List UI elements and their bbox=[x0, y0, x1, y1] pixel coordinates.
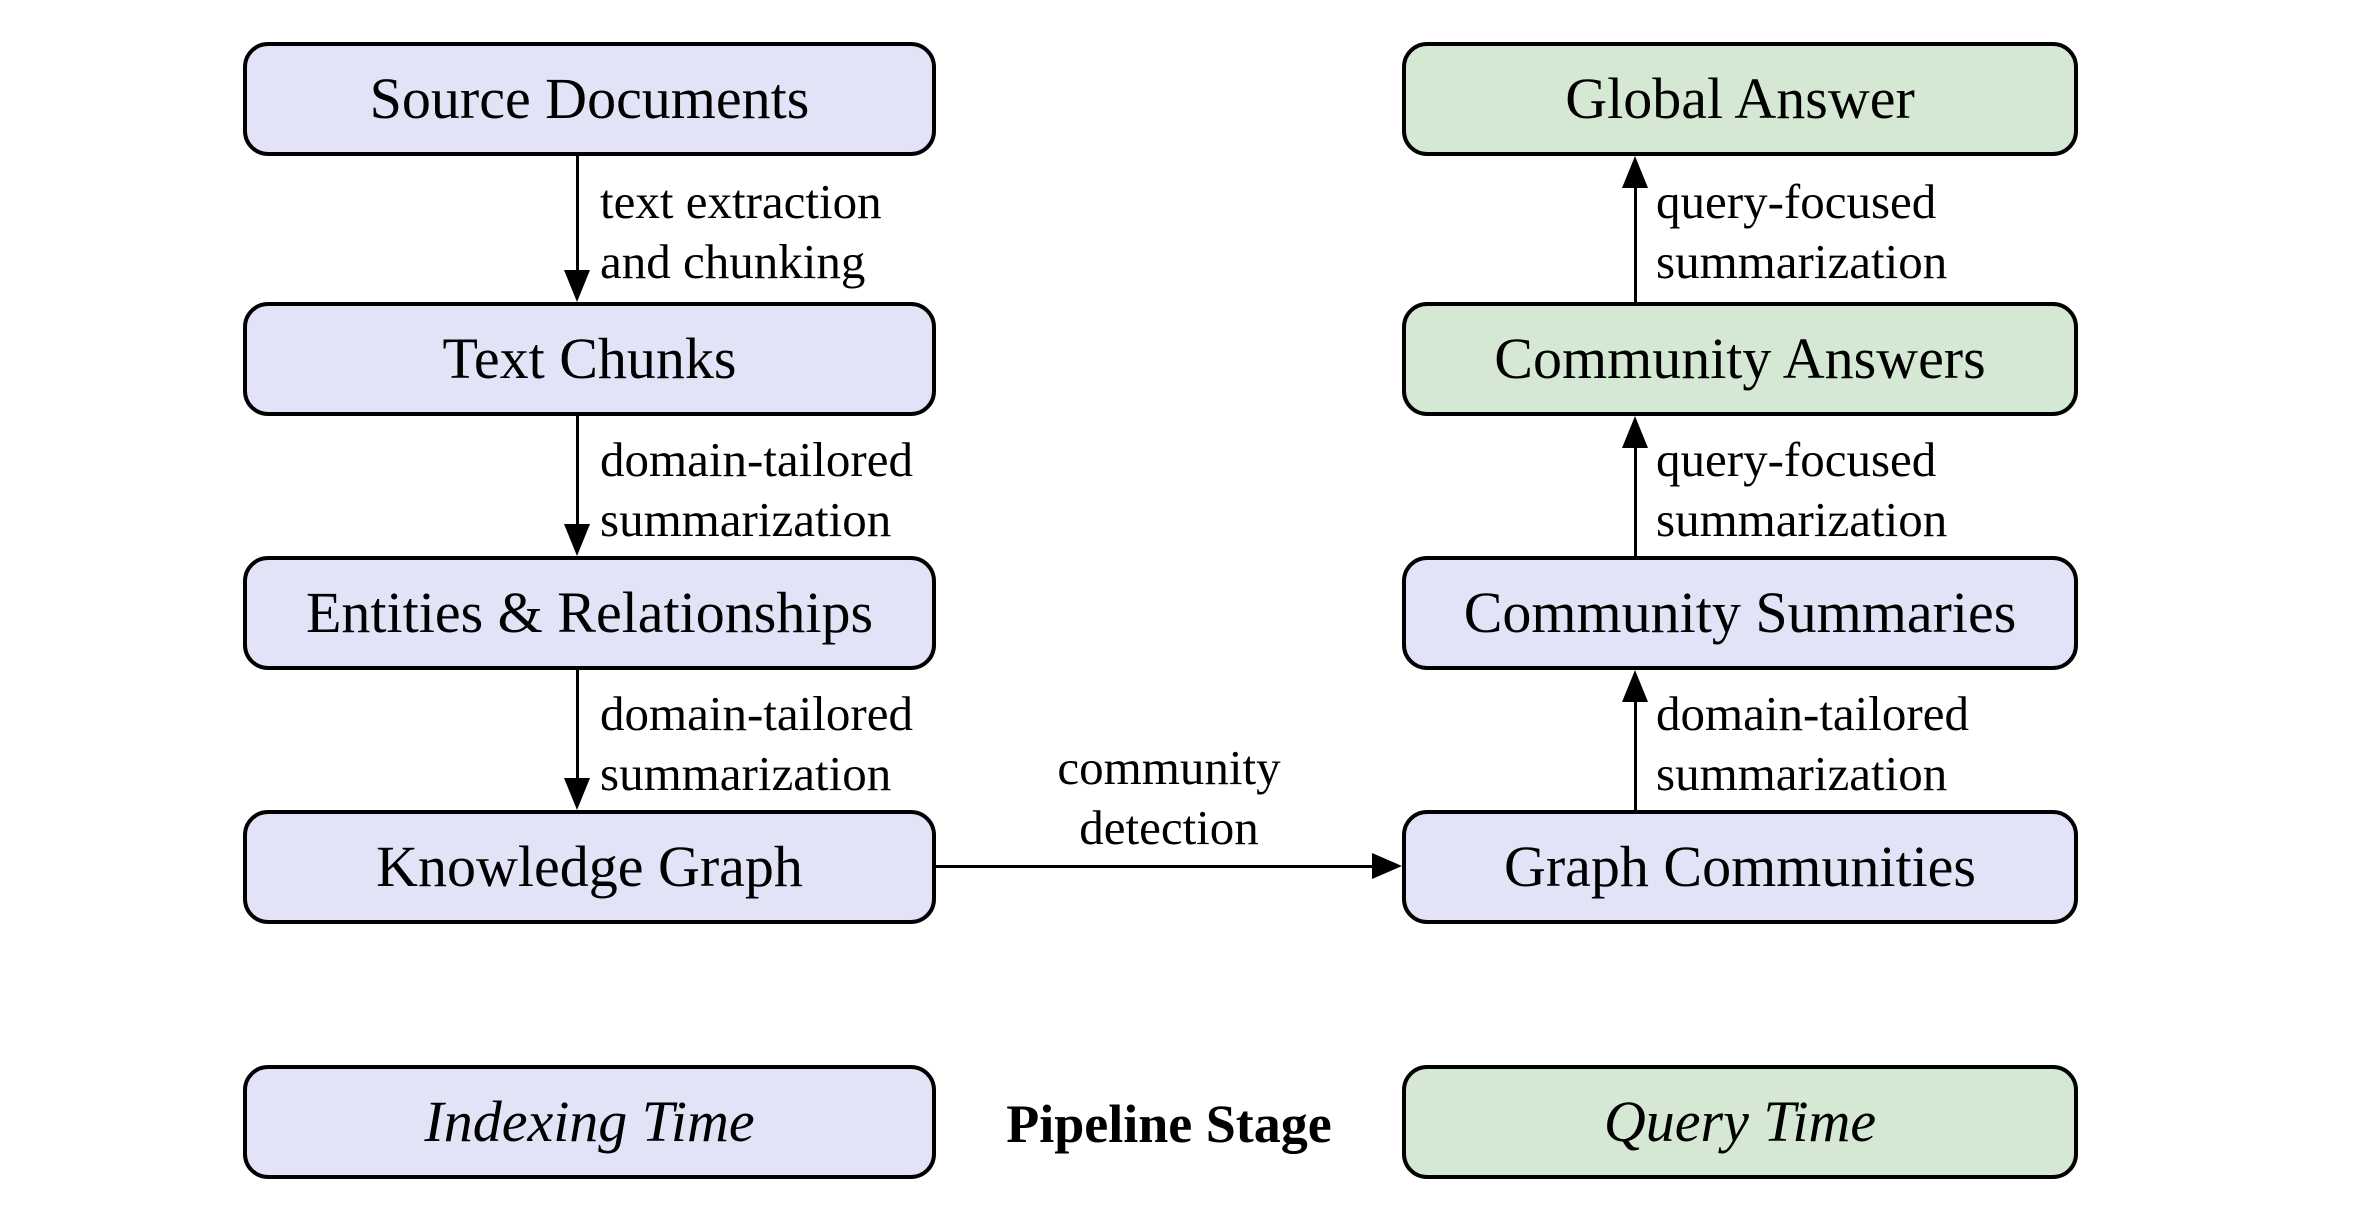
edge-label-line: summarization bbox=[1656, 234, 1948, 289]
edge-label: community detection bbox=[969, 738, 1369, 858]
edge-line bbox=[936, 865, 1374, 868]
legend-label: Indexing Time bbox=[424, 1089, 755, 1154]
edge-label-line: domain-tailored bbox=[600, 432, 913, 487]
node-community-summaries: Community Summaries bbox=[1402, 556, 2078, 670]
node-community-answers: Community Answers bbox=[1402, 302, 2078, 416]
edge-label: domain-tailored summarization bbox=[1656, 684, 1969, 804]
legend-query-time: Query Time bbox=[1402, 1065, 2078, 1179]
node-label: Entities & Relationships bbox=[305, 580, 874, 645]
edge-label: query-focused summarization bbox=[1656, 430, 1947, 550]
node-label: Graph Communities bbox=[1503, 834, 1976, 899]
edge-label-line: query-focused bbox=[1656, 432, 1937, 487]
arrow-up-icon bbox=[1622, 416, 1648, 448]
node-source-documents: Source Documents bbox=[243, 42, 936, 156]
edge-line bbox=[1634, 446, 1637, 556]
edge-label-line: domain-tailored bbox=[1656, 686, 1969, 741]
edge-line bbox=[1634, 186, 1637, 302]
edge-label-line: detection bbox=[1079, 800, 1259, 855]
arrow-down-icon bbox=[564, 524, 590, 556]
edge-label-line: summarization bbox=[1656, 746, 1948, 801]
node-knowledge-graph: Knowledge Graph bbox=[243, 810, 936, 924]
node-text-chunks: Text Chunks bbox=[243, 302, 936, 416]
edge-label-line: summarization bbox=[600, 746, 892, 801]
edge-label-line: community bbox=[1057, 740, 1281, 795]
arrow-down-icon bbox=[564, 270, 590, 302]
node-label: Community Summaries bbox=[1463, 580, 2017, 645]
edge-label-line: and chunking bbox=[600, 234, 866, 289]
node-label: Community Answers bbox=[1494, 326, 1986, 391]
arrow-up-icon bbox=[1622, 670, 1648, 702]
edge-line bbox=[576, 416, 579, 526]
legend-pipeline-stage: Pipeline Stage bbox=[1006, 1094, 1332, 1154]
legend-indexing-time: Indexing Time bbox=[243, 1065, 936, 1179]
node-global-answer: Global Answer bbox=[1402, 42, 2078, 156]
arrow-right-icon bbox=[1372, 853, 1402, 879]
node-label: Global Answer bbox=[1565, 66, 1915, 131]
node-graph-communities: Graph Communities bbox=[1402, 810, 2078, 924]
edge-label: text extraction and chunking bbox=[600, 172, 882, 292]
edge-label-line: summarization bbox=[600, 492, 892, 547]
legend-label: Query Time bbox=[1603, 1089, 1877, 1154]
edge-label-line: text extraction bbox=[600, 174, 882, 229]
edge-line bbox=[576, 670, 579, 780]
edge-label: domain-tailored summarization bbox=[600, 430, 913, 550]
node-label: Knowledge Graph bbox=[376, 834, 803, 899]
arrow-down-icon bbox=[564, 778, 590, 810]
edge-label: query-focused summarization bbox=[1656, 172, 1947, 292]
edge-label-line: summarization bbox=[1656, 492, 1948, 547]
arrow-up-icon bbox=[1622, 156, 1648, 188]
edge-label: domain-tailored summarization bbox=[600, 684, 913, 804]
edge-line bbox=[576, 156, 579, 272]
node-label: Source Documents bbox=[369, 66, 810, 131]
edge-label-line: domain-tailored bbox=[600, 686, 913, 741]
node-entities-relationships: Entities & Relationships bbox=[243, 556, 936, 670]
edge-label-line: query-focused bbox=[1656, 174, 1937, 229]
edge-line bbox=[1634, 700, 1637, 810]
node-label: Text Chunks bbox=[442, 326, 737, 391]
